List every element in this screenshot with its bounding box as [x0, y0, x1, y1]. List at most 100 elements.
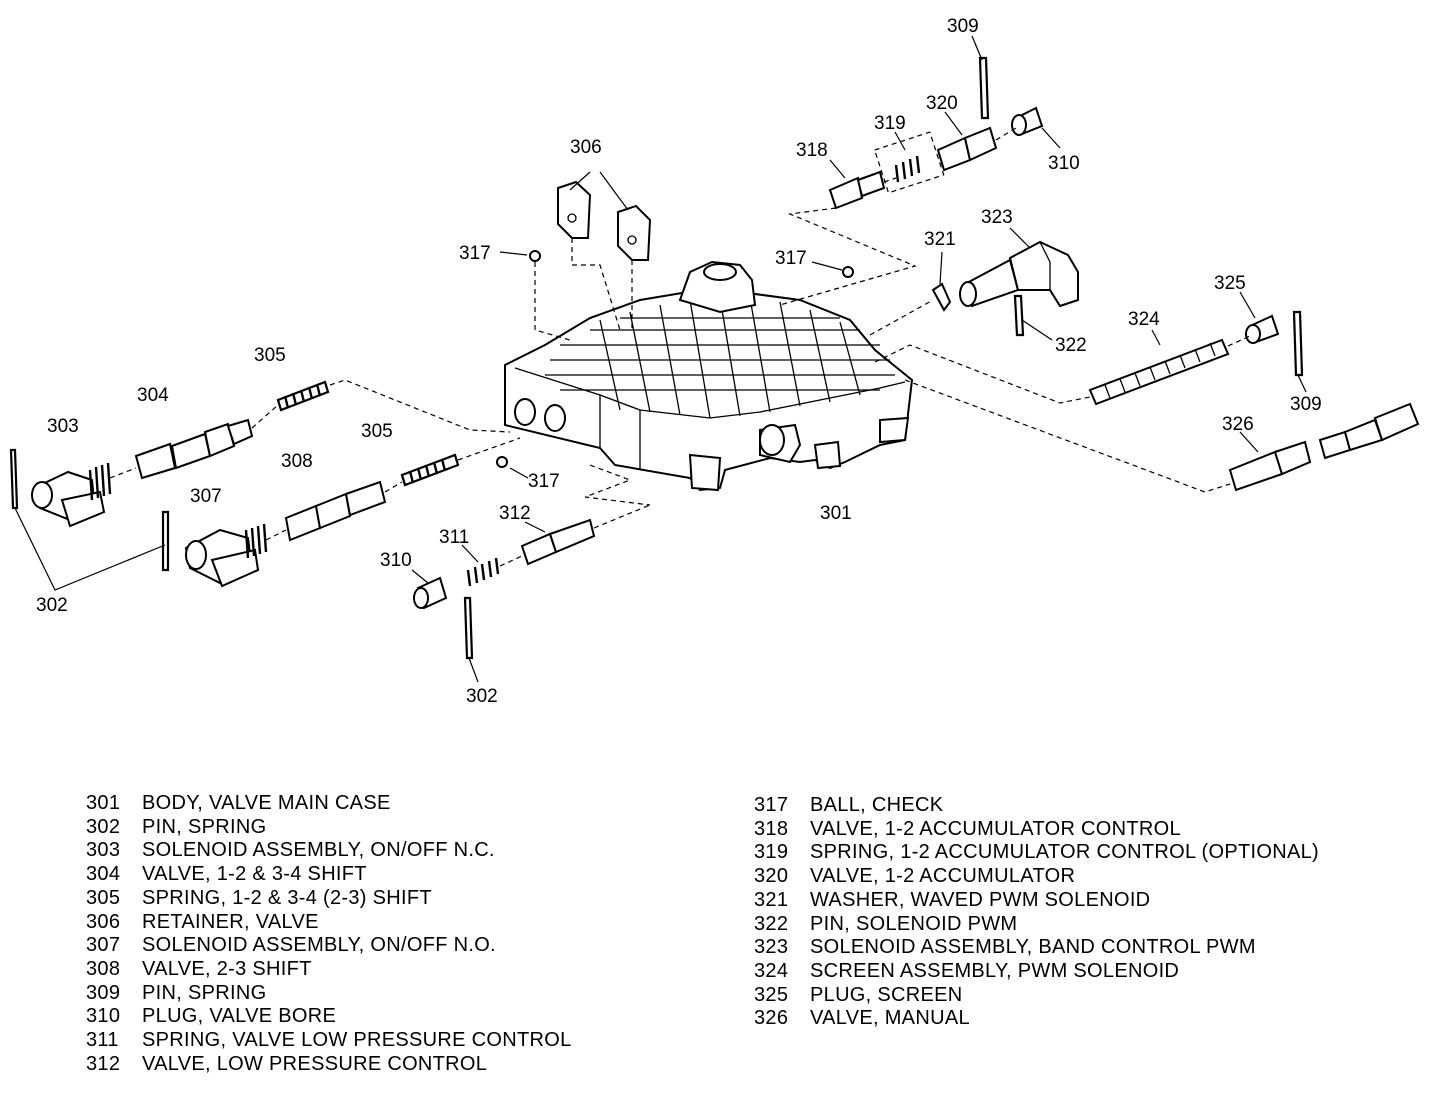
callout-310-upper: 310 — [1048, 153, 1080, 174]
plug-310-lower — [413, 576, 448, 610]
legend-part-number: 317 — [754, 794, 789, 816]
legend-part-number: 325 — [754, 983, 789, 1006]
legend-part-description: SOLENOID ASSEMBLY, BAND CONTROL PWM — [810, 936, 1256, 959]
pin-302-bottom — [463, 596, 474, 660]
spring-305-lower — [400, 453, 460, 487]
callout-326: 326 — [1222, 414, 1254, 435]
manual-valve-326 — [1228, 402, 1420, 492]
callout-321: 321 — [924, 229, 956, 250]
valve-320 — [936, 126, 998, 172]
legend-part-number: 321 — [754, 888, 789, 911]
callout-322: 322 — [1055, 335, 1087, 356]
solenoid-323 — [959, 240, 1079, 308]
legend-part-description: SOLENOID ASSEMBLY, ON/OFF N.O. — [142, 934, 496, 957]
washer-321 — [931, 282, 952, 312]
pin-309-right — [1292, 310, 1304, 377]
legend-part-description: VALVE, LOW PRESSURE CONTROL — [142, 1052, 488, 1075]
callout-305-lower: 305 — [361, 421, 393, 442]
callout-302-bottom: 302 — [466, 686, 498, 707]
callout-309-top: 309 — [947, 16, 979, 37]
legend-part-description: SPRING, 1-2 ACCUMULATOR CONTROL (OPTIONA… — [810, 841, 1319, 864]
legend-row: 311 SPRING, VALVE LOW PRESSURE CONTROL — [86, 1029, 572, 1053]
legend-part-number: 305 — [86, 886, 121, 909]
plug-325 — [1245, 314, 1280, 344]
valve-318 — [828, 170, 886, 210]
check-ball-317-left — [529, 250, 541, 262]
legend-part-number: 308 — [86, 957, 121, 980]
check-ball-317-right — [842, 266, 854, 278]
legend-part-description: VALVE, 1-2 ACCUMULATOR — [810, 865, 1076, 888]
callout-319: 319 — [874, 113, 906, 134]
valve-304 — [134, 418, 254, 480]
legend-part-number: 304 — [86, 863, 121, 886]
pin-309-lower-left — [161, 510, 170, 572]
plug-310-upper — [1011, 106, 1044, 136]
callout-323: 323 — [981, 207, 1013, 228]
legend-part-description: VALVE, MANUAL — [810, 1007, 970, 1030]
legend-part-number: 324 — [754, 959, 789, 982]
legend-part-description: PIN, SOLENOID PWM — [810, 912, 1018, 935]
legend-part-number: 326 — [754, 1007, 789, 1030]
callout-308: 308 — [281, 451, 313, 472]
legend-row: 321 WASHER, WAVED PWM SOLENOID — [754, 889, 1319, 913]
legend-part-description: BALL, CHECK — [810, 794, 944, 816]
callout-317-right: 317 — [775, 248, 807, 269]
valve-308 — [284, 480, 387, 542]
legend-row: 306 RETAINER, VALVE — [86, 911, 572, 935]
legend-row: 324 SCREEN ASSEMBLY, PWM SOLENOID — [754, 960, 1319, 984]
valve-312 — [520, 518, 596, 566]
pin-302-left — [9, 448, 19, 510]
legend-part-number: 312 — [86, 1052, 121, 1075]
legend-row: 309 PIN, SPRING — [86, 982, 572, 1006]
legend-row: 323 SOLENOID ASSEMBLY, BAND CONTROL PWM — [754, 936, 1319, 960]
callout-302-left: 302 — [36, 595, 68, 616]
legend-part-description: PIN, SPRING — [142, 981, 267, 1004]
legend-part-number: 323 — [754, 936, 789, 959]
legend-row: 312 VALVE, LOW PRESSURE CONTROL — [86, 1053, 572, 1077]
legend-part-number: 310 — [86, 1005, 121, 1028]
screen-324 — [1088, 338, 1230, 406]
callout-310-lower: 310 — [380, 550, 412, 571]
legend-part-description: PIN, SPRING — [142, 815, 267, 838]
callout-324: 324 — [1128, 309, 1160, 330]
pin-309-top — [978, 56, 990, 120]
callout-307: 307 — [190, 486, 222, 507]
legend-part-description: RETAINER, VALVE — [142, 910, 319, 933]
legend-part-number: 311 — [86, 1029, 119, 1052]
legend-part-number: 320 — [754, 865, 789, 888]
legend-part-description: SPRING, VALVE LOW PRESSURE CONTROL — [142, 1029, 572, 1052]
legend-part-number: 306 — [86, 910, 121, 933]
legend-part-description: BODY, VALVE MAIN CASE — [142, 792, 391, 814]
callout-320: 320 — [926, 93, 958, 114]
callout-305-upper: 305 — [254, 345, 286, 366]
legend-row: 317 BALL, CHECK — [754, 794, 1319, 818]
legend-row: 320 VALVE, 1-2 ACCUMULATOR — [754, 865, 1319, 889]
spring-305-upper — [276, 380, 330, 412]
callout-312: 312 — [499, 503, 531, 524]
callout-318: 318 — [796, 140, 828, 161]
solenoid-307 — [184, 523, 268, 588]
solenoid-303 — [31, 462, 112, 528]
legend-part-description: WASHER, WAVED PWM SOLENOID — [810, 888, 1151, 911]
legend-part-description: VALVE, 1-2 ACCUMULATOR CONTROL — [810, 817, 1181, 840]
legend-part-description: SCREEN ASSEMBLY, PWM SOLENOID — [810, 959, 1180, 982]
callout-311: 311 — [439, 527, 469, 548]
callout-304: 304 — [137, 385, 169, 406]
legend-part-number: 307 — [86, 934, 121, 957]
valve-body-301 — [504, 260, 914, 492]
legend-part-number: 309 — [86, 981, 121, 1004]
legend-part-number: 319 — [754, 841, 789, 864]
legend-part-number: 303 — [86, 839, 121, 862]
legend-row: 326 VALVE, MANUAL — [754, 1007, 1319, 1031]
legend-row: 319 SPRING, 1-2 ACCUMULATOR CONTROL (OPTI… — [754, 841, 1319, 865]
